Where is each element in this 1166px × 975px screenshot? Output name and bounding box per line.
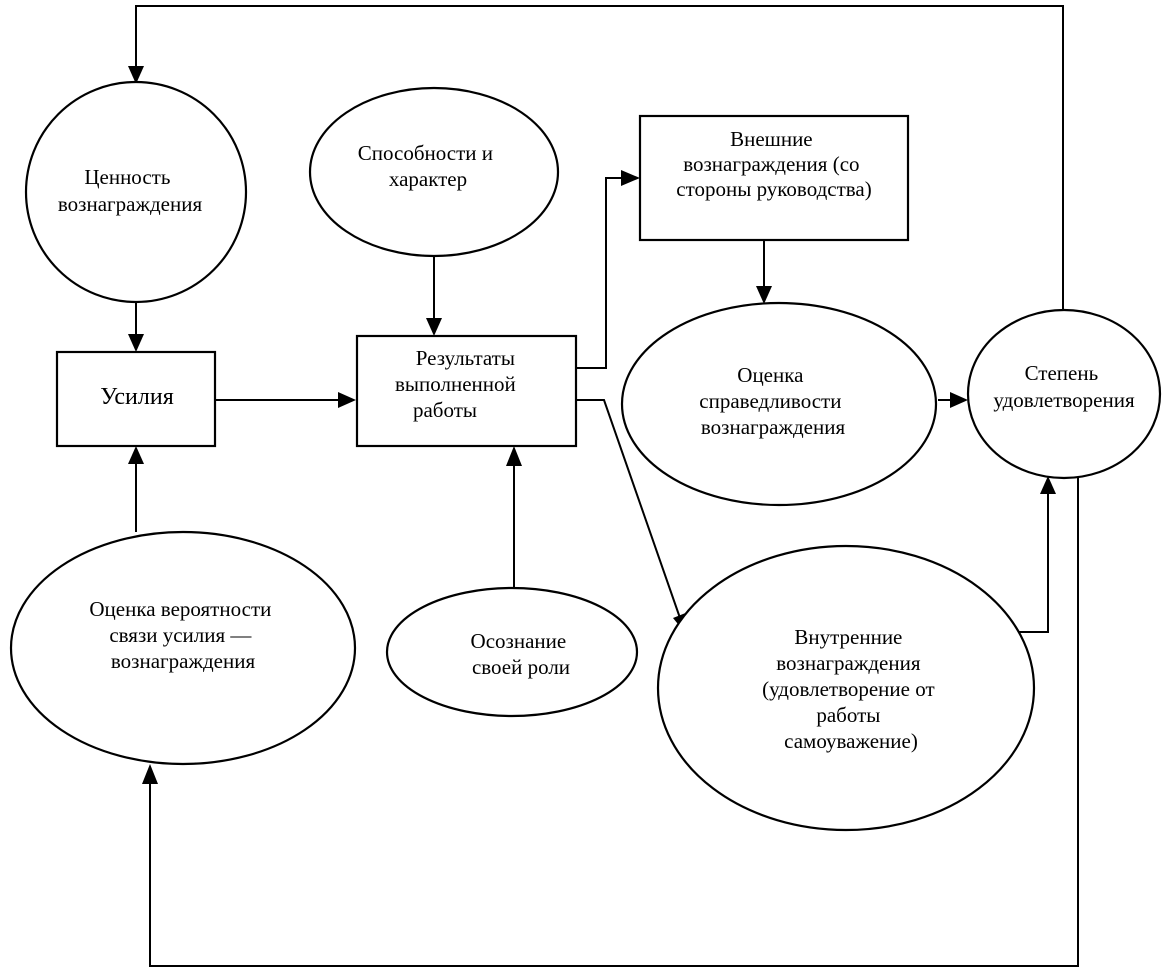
labels: Ценность вознаграждения Усилия Оценка ве… [58, 127, 1135, 753]
arrowhead-fairness [756, 286, 772, 304]
connector-satisfaction-to-value [135, 5, 1064, 310]
label-effort: Усилия [100, 384, 173, 410]
connector-results-to-external [576, 177, 622, 369]
arrowhead-satisfaction-bottom [1040, 476, 1056, 494]
node-effort [55, 350, 217, 448]
label-satisfaction: Степень удовлетворения [993, 361, 1135, 412]
label-external-rewards: Внешние вознаграждения (со стороны руков… [676, 127, 871, 201]
node-internal-rewards [656, 544, 1036, 832]
arrowhead-results-top [426, 318, 442, 336]
node-role-awareness [385, 586, 639, 718]
node-probability-estimate [9, 530, 357, 766]
arrowhead-external [621, 170, 640, 186]
connector-internal-to-satisfaction [1004, 492, 1049, 633]
arrowhead-value-top [128, 66, 144, 84]
label-results: Результаты выполненной работы [395, 346, 521, 422]
label-value-of-reward: Ценность вознаграждения [58, 165, 203, 216]
arrowhead-effort-bottom [128, 446, 144, 464]
node-external-rewards [638, 114, 910, 242]
node-value-of-reward [24, 80, 248, 304]
arrowhead-effort-top [128, 334, 144, 352]
node-results [355, 334, 578, 448]
arrowhead-probability [142, 764, 158, 784]
node-fairness-estimate [620, 301, 938, 507]
node-satisfaction [966, 308, 1162, 480]
connector-results-to-internal [576, 399, 681, 619]
arrowhead-satisfaction-left [950, 392, 968, 408]
connector-satisfaction-to-probability [149, 478, 1079, 967]
label-abilities: Способности и характер [358, 141, 499, 191]
nodes [9, 80, 1162, 832]
label-fairness-estimate: Оценка справедливости вознаграждения [699, 363, 846, 439]
arrowhead-results-bottom [506, 446, 522, 466]
label-role-awareness: Осознание своей роли [471, 629, 572, 679]
node-abilities [308, 86, 560, 258]
label-probability-estimate: Оценка вероятности связи усилия — вознаг… [89, 597, 276, 673]
label-internal-rewards: Внутренние вознаграждения (удовлетворени… [762, 625, 940, 753]
arrowhead-results-left [338, 392, 356, 408]
connectors [128, 5, 1079, 967]
